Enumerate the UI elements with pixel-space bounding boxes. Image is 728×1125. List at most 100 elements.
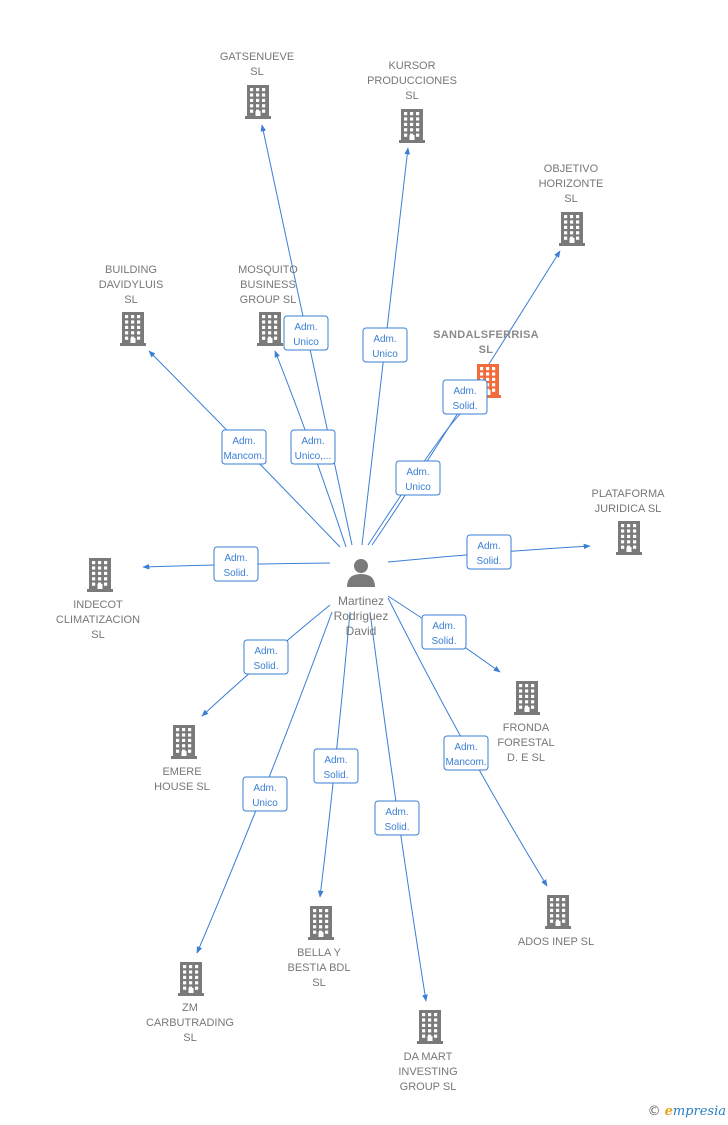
role-text-sandalsferrisa-1: Solid.	[452, 401, 477, 412]
company-label-zm-2[interactable]: SL	[183, 1032, 196, 1044]
role-text-fronda-0: Adm.	[432, 621, 455, 632]
role-text-emere-0: Adm.	[254, 646, 277, 657]
role-badge-emere[interactable]: Adm. Solid.	[243, 639, 289, 675]
role-text-damart-0: Adm.	[385, 807, 408, 818]
role-badge-bella[interactable]: Adm. Solid.	[313, 748, 359, 784]
company-label-emere-1[interactable]: HOUSE SL	[154, 781, 210, 793]
company-label-bella-1[interactable]: BESTIA BDL	[288, 962, 351, 974]
building-icon-mosquito[interactable]	[257, 312, 283, 346]
company-label-zm-0[interactable]: ZM	[182, 1002, 198, 1014]
company-label-indecot-2[interactable]: SL	[91, 629, 104, 641]
role-badge-plataforma[interactable]: Adm. Solid.	[466, 534, 512, 570]
person-name-line-0[interactable]: Martinez	[338, 594, 384, 608]
company-label-gatsenueve-1[interactable]: SL	[250, 66, 263, 78]
role-badge-damart[interactable]: Adm. Solid.	[374, 800, 420, 836]
building-icon-damart[interactable]	[417, 1010, 443, 1044]
brand-rest: mpresia	[672, 1104, 726, 1119]
role-badge-zm[interactable]: Adm. Unico	[242, 776, 288, 812]
role-badge-objetivo[interactable]: Adm. Unico	[395, 460, 441, 496]
company-label-gatsenueve-0[interactable]: GATSENUEVE	[220, 51, 294, 63]
role-text-emere-1: Solid.	[253, 661, 278, 672]
role-text-ados-0: Adm.	[454, 742, 477, 753]
company-label-damart-1[interactable]: INVESTING	[398, 1066, 457, 1078]
role-text-mosquito-0: Adm.	[301, 436, 324, 447]
role-badge-mosquito[interactable]: Adm. Unico,...	[290, 429, 336, 465]
role-badge-fronda[interactable]: Adm. Solid.	[421, 614, 467, 650]
company-label-fronda-0[interactable]: FRONDA	[503, 722, 550, 734]
company-label-kursor-2[interactable]: SL	[405, 90, 418, 102]
building-icon-ados[interactable]	[545, 895, 571, 929]
building-icon-indecot[interactable]	[87, 558, 113, 592]
company-label-damart-2[interactable]: GROUP SL	[400, 1081, 457, 1093]
role-text-damart-1: Solid.	[384, 822, 409, 833]
company-label-kursor-0[interactable]: KURSOR	[388, 60, 435, 72]
role-text-indecot-0: Adm.	[224, 553, 247, 564]
company-label-indecot-1[interactable]: CLIMATIZACION	[56, 614, 140, 626]
role-text-zm-0: Adm.	[253, 783, 276, 794]
company-label-building-1[interactable]: DAVIDYLUIS	[99, 279, 164, 291]
company-label-kursor-1[interactable]: PRODUCCIONES	[367, 75, 457, 87]
building-icon-objetivo[interactable]	[559, 212, 585, 246]
company-label-bella-0[interactable]: BELLA Y	[297, 947, 341, 959]
brand-initial: e	[664, 1104, 673, 1119]
role-text-zm-1: Unico	[252, 798, 278, 809]
role-text-objetivo-0: Adm.	[406, 467, 429, 478]
building-icon-plataforma[interactable]	[616, 521, 642, 555]
person-name-line-1[interactable]: Rodriguez	[334, 609, 389, 623]
person-icon[interactable]	[347, 559, 375, 587]
company-label-indecot-0[interactable]: INDECOT	[73, 599, 123, 611]
role-text-bella-0: Adm.	[324, 755, 347, 766]
role-badge-ados[interactable]: Adm. Mancom.	[443, 735, 489, 771]
building-icon-zm[interactable]	[178, 962, 204, 996]
role-text-mosquito-1: Unico,...	[295, 451, 332, 462]
company-label-sandalsferrisa-1[interactable]: SL	[479, 344, 494, 356]
role-badge-sandalsferrisa[interactable]: Adm. Solid.	[442, 379, 488, 415]
company-label-objetivo-0[interactable]: OBJETIVO	[544, 163, 599, 175]
company-label-objetivo-2[interactable]: SL	[564, 193, 577, 205]
role-text-bella-1: Solid.	[323, 770, 348, 781]
company-label-emere-0[interactable]: EMERE	[162, 766, 201, 778]
company-label-bella-2[interactable]: SL	[312, 977, 325, 989]
company-label-fronda-1[interactable]: FORESTAL	[497, 737, 554, 749]
role-text-plataforma-1: Solid.	[476, 556, 501, 567]
company-label-mosquito-0[interactable]: MOSQUITO	[238, 264, 298, 276]
role-badge-indecot[interactable]: Adm. Solid.	[213, 546, 259, 582]
company-label-zm-1[interactable]: CARBUTRADING	[146, 1017, 234, 1029]
building-icon-emere[interactable]	[171, 725, 197, 759]
role-text-plataforma-0: Adm.	[477, 541, 500, 552]
company-label-damart-0[interactable]: DA MART	[404, 1051, 453, 1063]
role-text-fronda-1: Solid.	[431, 636, 456, 647]
role-text-indecot-1: Solid.	[223, 568, 248, 579]
role-text-kursor-1: Unico	[372, 349, 398, 360]
role-badge-gatsenueve[interactable]: Adm.Unico	[283, 315, 329, 351]
building-icon-fronda[interactable]	[514, 681, 540, 715]
role-text-building-1: Mancom.	[223, 451, 264, 462]
company-label-fronda-2[interactable]: D. E SL	[507, 752, 545, 764]
building-icon-bella[interactable]	[308, 906, 334, 940]
role-badge-building[interactable]: Adm. Mancom.	[221, 429, 267, 465]
role-text-building-0: Adm.	[232, 436, 255, 447]
building-icon-building[interactable]	[120, 312, 146, 346]
role-text-gatsenueve-1: Unico	[293, 337, 319, 348]
role-text-kursor-0: Adm.	[373, 334, 396, 345]
role-text-sandalsferrisa-0: Adm.	[453, 386, 476, 397]
company-label-plataforma-1[interactable]: JURIDICA SL	[595, 503, 662, 515]
role-text-objetivo-1: Unico	[405, 482, 431, 493]
company-label-mosquito-2[interactable]: GROUP SL	[240, 294, 297, 306]
company-label-ados-0[interactable]: ADOS INEP SL	[518, 936, 594, 948]
company-label-objetivo-1[interactable]: HORIZONTE	[539, 178, 604, 190]
edge-objetivo	[371, 250, 561, 546]
company-label-sandalsferrisa-0[interactable]: SANDALSFERRISA	[433, 329, 539, 341]
role-text-ados-1: Mancom.	[445, 757, 486, 768]
empresia-watermark: ©empresia	[648, 1104, 726, 1119]
building-icon-kursor[interactable]	[399, 109, 425, 143]
building-icon-gatsenueve[interactable]	[245, 85, 271, 119]
company-label-building-0[interactable]: BUILDING	[105, 264, 157, 276]
role-badge-kursor[interactable]: Adm. Unico	[362, 327, 408, 363]
company-label-plataforma-0[interactable]: PLATAFORMA	[592, 488, 666, 500]
company-label-mosquito-1[interactable]: BUSINESS	[240, 279, 296, 291]
person-name-line-2[interactable]: David	[346, 624, 377, 638]
company-label-building-2[interactable]: SL	[124, 294, 137, 306]
